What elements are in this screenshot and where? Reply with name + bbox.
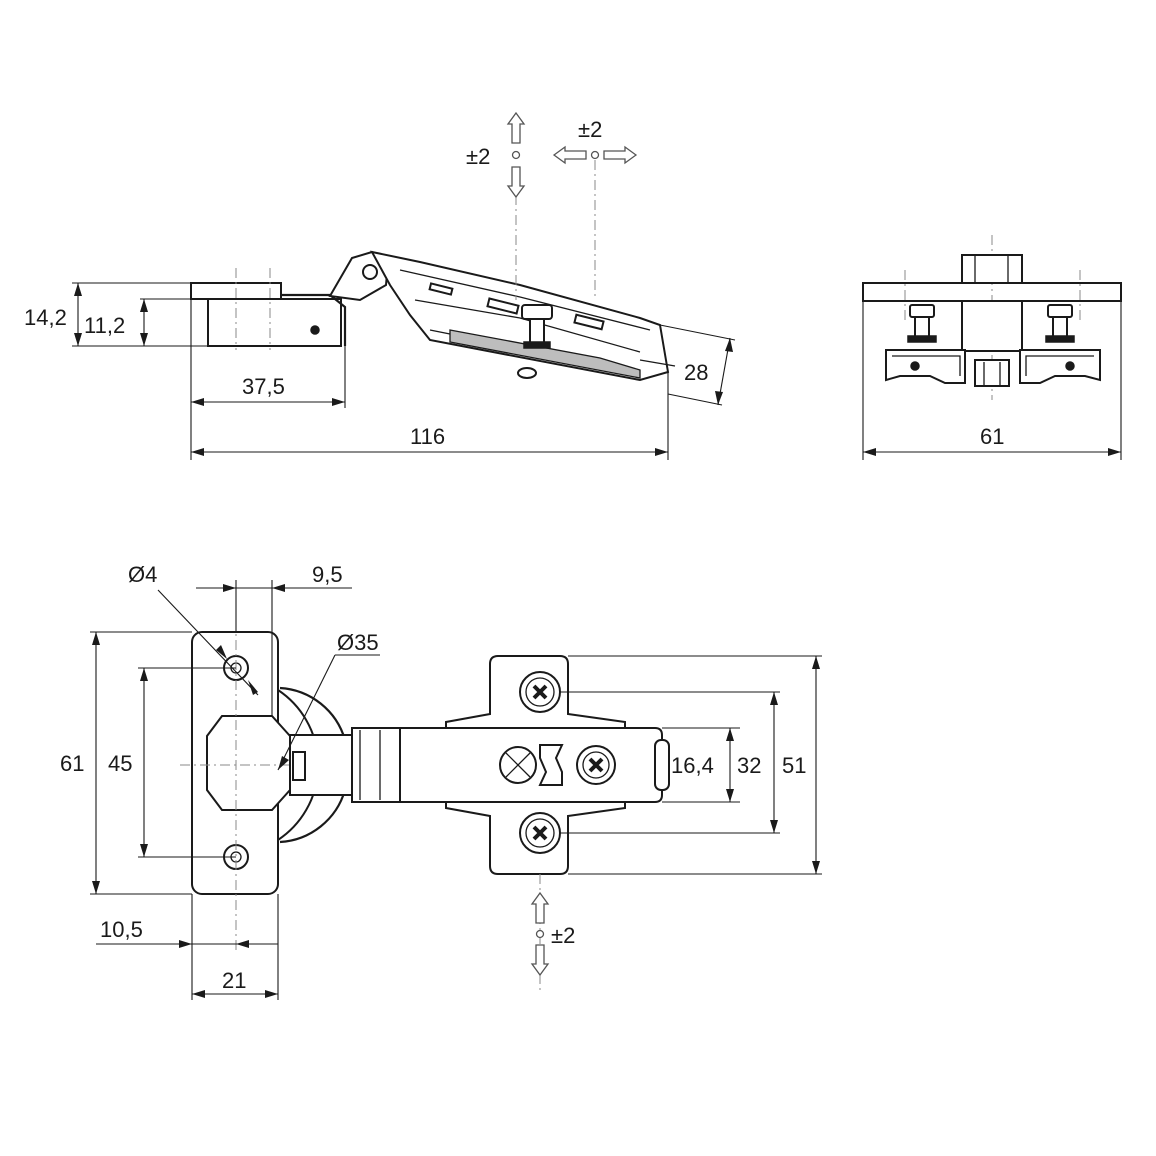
end-view: 61 [862,235,1122,460]
dim-overall-length: 116 [410,424,445,449]
dim-base-height: 51 [782,753,806,778]
dim-height-outer: 14,2 [24,305,67,330]
side-hinge-arm [370,250,676,382]
dim-arm-width: 16,4 [671,753,714,778]
double-arrow-horizontal-icon [552,145,638,165]
side-cup-body [207,298,342,347]
dim-end-width: 61 [980,424,1004,449]
dim-plate-width: 21 [222,968,246,993]
end-screw-left [907,304,937,343]
dim-height-inner: 11,2 [84,313,125,338]
end-base-left [885,349,966,384]
dim-plate-height: 61 [60,751,84,776]
phillips-screw-icon [519,671,561,713]
end-arm-top [961,254,1023,284]
dim-arm-height: 28 [684,360,708,385]
double-arrow-vertical-icon [530,891,550,977]
dim-edge-offset: 10,5 [100,917,143,942]
dim-cup-diameter: Ø35 [337,630,379,655]
side-view: ±2 ±2 14,2 11,2 37,5 116 [24,111,736,460]
dim-hole-offset: 9,5 [312,562,343,587]
cup-housing [206,715,291,811]
double-arrow-vertical-icon [506,111,526,199]
end-screw-right [1045,304,1075,343]
top-adjust-depth-label: ±2 [551,923,575,948]
phillips-screw-icon [519,812,561,854]
phillips-screw-icon [576,745,616,785]
hinge-knuckle [351,727,401,803]
side-adjust-horizontal-label: ±2 [578,117,602,142]
cam-adjuster [499,744,564,786]
dim-hole-diameter: Ø4 [128,562,157,587]
side-adjust-vertical-label: ±2 [466,144,490,169]
dim-plate-length: 37,5 [242,374,285,399]
top-view: Ø4 9,5 Ø35 61 45 10,5 [60,562,822,1000]
dim-screw-spacing: 32 [737,753,761,778]
dim-hole-spacing: 45 [108,751,132,776]
end-base-right [1019,349,1101,384]
